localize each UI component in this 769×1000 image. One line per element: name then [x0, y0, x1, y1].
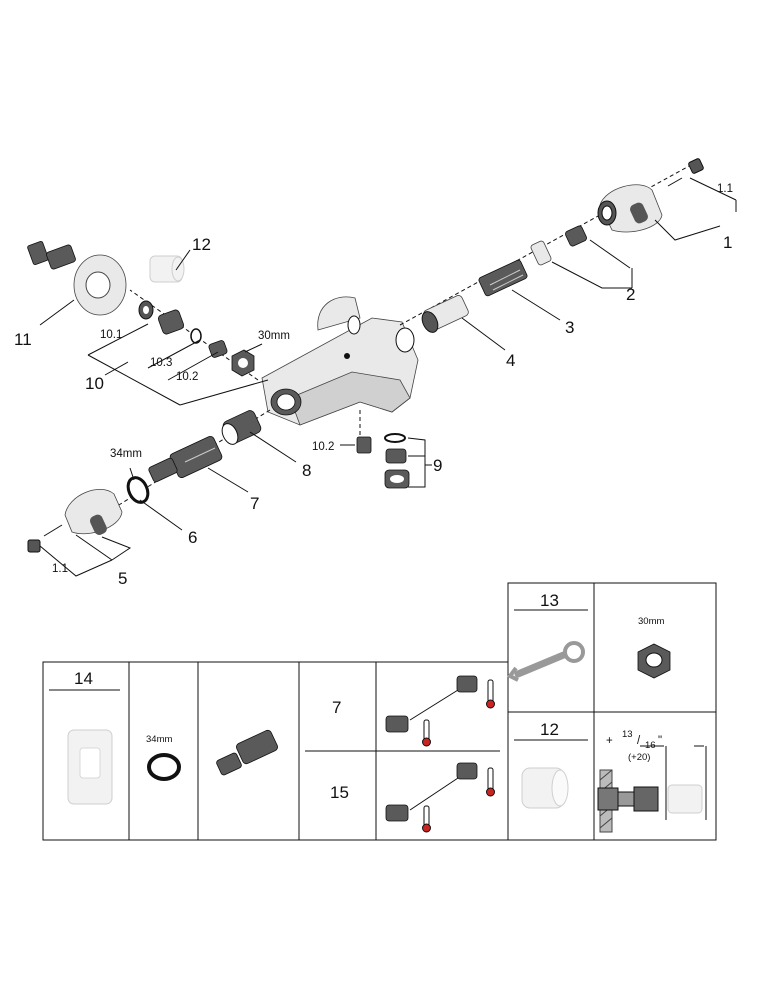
callout-2: 2	[626, 285, 635, 304]
part-8-ring	[221, 410, 262, 445]
extension-ring-image	[521, 767, 569, 809]
callout-1-1-top: 1.1	[717, 183, 733, 195]
table-12-plus: +	[606, 735, 613, 747]
temperature-spindle-row-7	[385, 675, 495, 747]
temperature-spindle-row-15	[385, 762, 495, 833]
callout-5: 5	[118, 569, 127, 588]
part-5-handle	[27, 489, 123, 553]
callout-10-2-lower: 10.2	[312, 441, 334, 453]
table-13-number: 13	[540, 591, 559, 610]
spindle-image	[216, 729, 278, 776]
callout-34mm: 34mm	[110, 448, 142, 460]
part-3-thermostatic-cartridge	[478, 259, 528, 297]
callout-6: 6	[188, 528, 197, 547]
part-4-sleeve	[421, 295, 469, 333]
callout-3: 3	[565, 318, 574, 337]
hex-nut-icon	[637, 643, 671, 679]
wall-extension-drawing	[597, 745, 707, 833]
part-9-aerator-set	[384, 433, 410, 489]
table-row-7: 7	[332, 698, 341, 717]
callout-10-3: 10.3	[150, 357, 172, 369]
callout-12: 12	[192, 235, 211, 254]
leader-lines	[39, 177, 737, 577]
callout-1-1-bottom: 1.1	[52, 563, 68, 575]
axis-right	[399, 159, 701, 326]
table-14-number: 14	[74, 669, 93, 688]
callout-4: 4	[506, 351, 515, 370]
callout-30mm: 30mm	[258, 330, 290, 342]
table-12-inch-mark: "	[658, 735, 662, 747]
part-1-handle	[597, 158, 704, 233]
callout-10-1: 10.1	[100, 329, 122, 341]
part-11-wall-fitting	[27, 241, 127, 316]
callout-10-2: 10.2	[176, 371, 198, 383]
part-6-ring	[126, 476, 150, 504]
table-13-nut-size: 30mm	[638, 616, 664, 627]
callout-8: 8	[302, 461, 311, 480]
table-14-ring-size: 34mm	[146, 734, 172, 745]
coupling-sleeve-ghost	[67, 729, 113, 805]
part-2-adapter	[530, 225, 587, 266]
part-10-nipple-set	[138, 300, 255, 377]
table-12-number: 12	[540, 720, 559, 739]
wrench-icon	[506, 641, 585, 682]
callout-7: 7	[250, 494, 259, 513]
part-7-temperature-spindle	[148, 435, 223, 483]
callout-1: 1	[723, 233, 732, 252]
callout-10: 10	[85, 374, 104, 393]
part-10-2-lower	[356, 436, 372, 454]
fraction-slash: /	[637, 735, 641, 747]
table-row-15: 15	[330, 783, 349, 802]
callout-labels: 1 1.1 2 3 4 11 12 10.1 10.3 10.2 10 30mm…	[14, 183, 733, 588]
thermostat-body	[261, 296, 419, 426]
callout-9: 9	[433, 456, 442, 475]
table-12-metric: (+20)	[628, 752, 650, 763]
ring-34mm-icon	[147, 753, 181, 781]
part-12-extension-ghost	[149, 255, 185, 283]
table-12-fraction-num: 13	[622, 729, 633, 740]
callout-11: 11	[14, 330, 32, 349]
